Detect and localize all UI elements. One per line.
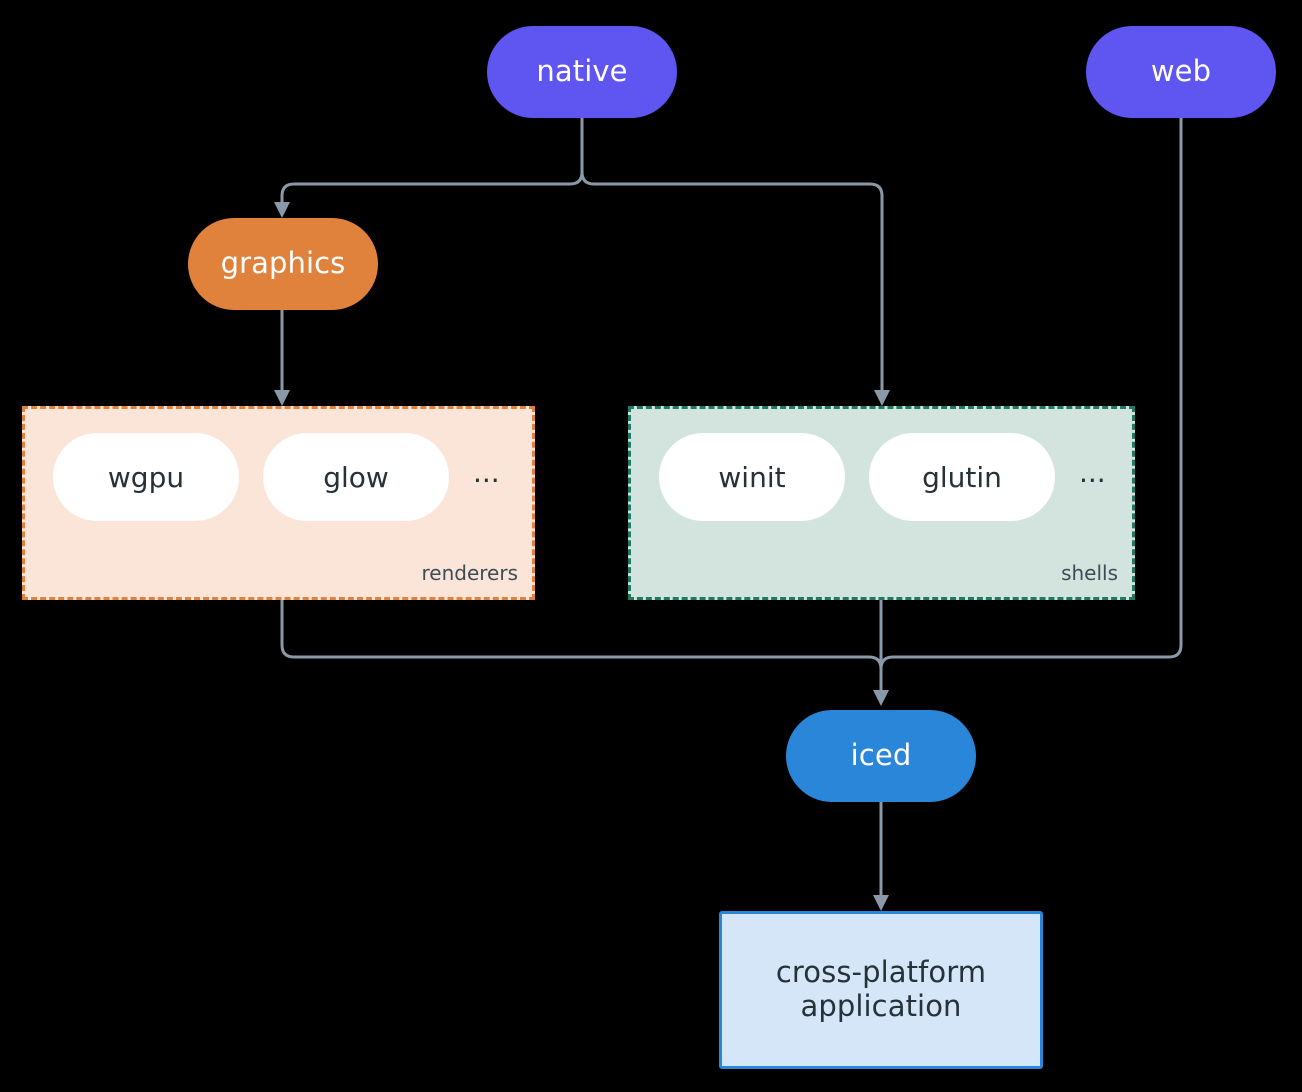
chip-wgpu[interactable]: wgpu xyxy=(53,433,239,521)
arrowhead-graphics-renderers xyxy=(274,390,290,406)
arrowhead-native-shells xyxy=(874,390,890,406)
node-application[interactable]: cross-platform application xyxy=(719,911,1043,1069)
node-iced[interactable]: iced xyxy=(786,710,976,802)
chip-glow-label: glow xyxy=(323,460,389,494)
group-renderers[interactable]: wgpu glow ... renderers xyxy=(22,406,535,600)
node-native[interactable]: native xyxy=(487,26,677,118)
node-web[interactable]: web xyxy=(1086,26,1276,118)
chip-winit[interactable]: winit xyxy=(659,433,845,521)
node-application-label: cross-platform application xyxy=(775,955,987,1023)
node-native-label: native xyxy=(536,54,628,89)
node-graphics-label: graphics xyxy=(220,246,346,281)
chip-wgpu-label: wgpu xyxy=(107,460,185,494)
group-renderers-items: wgpu glow ... xyxy=(25,433,532,521)
group-shells-label: shells xyxy=(1061,561,1118,585)
edge-web-to-iced xyxy=(879,116,1183,692)
arrowhead-iced-application xyxy=(873,895,889,911)
chip-glutin[interactable]: glutin xyxy=(869,433,1055,521)
arrowhead-merge-iced xyxy=(873,690,889,706)
node-web-label: web xyxy=(1150,54,1212,89)
group-shells[interactable]: winit glutin ... shells xyxy=(628,406,1135,600)
edge-renderers-to-iced xyxy=(280,598,883,692)
chip-winit-label: winit xyxy=(718,460,786,494)
node-iced-label: iced xyxy=(850,738,912,773)
group-shells-items: winit glutin ... xyxy=(631,433,1132,521)
chip-glutin-label: glutin xyxy=(922,460,1002,494)
node-graphics[interactable]: graphics xyxy=(188,218,378,310)
arrowhead-native-graphics xyxy=(274,202,290,218)
edge-native-to-graphics xyxy=(280,170,584,207)
shells-overflow-ellipsis: ... xyxy=(1079,455,1106,489)
edge-native-to-shells xyxy=(580,170,884,394)
group-renderers-label: renderers xyxy=(421,561,519,585)
renderers-overflow-ellipsis: ... xyxy=(473,455,500,489)
chip-glow[interactable]: glow xyxy=(263,433,449,521)
